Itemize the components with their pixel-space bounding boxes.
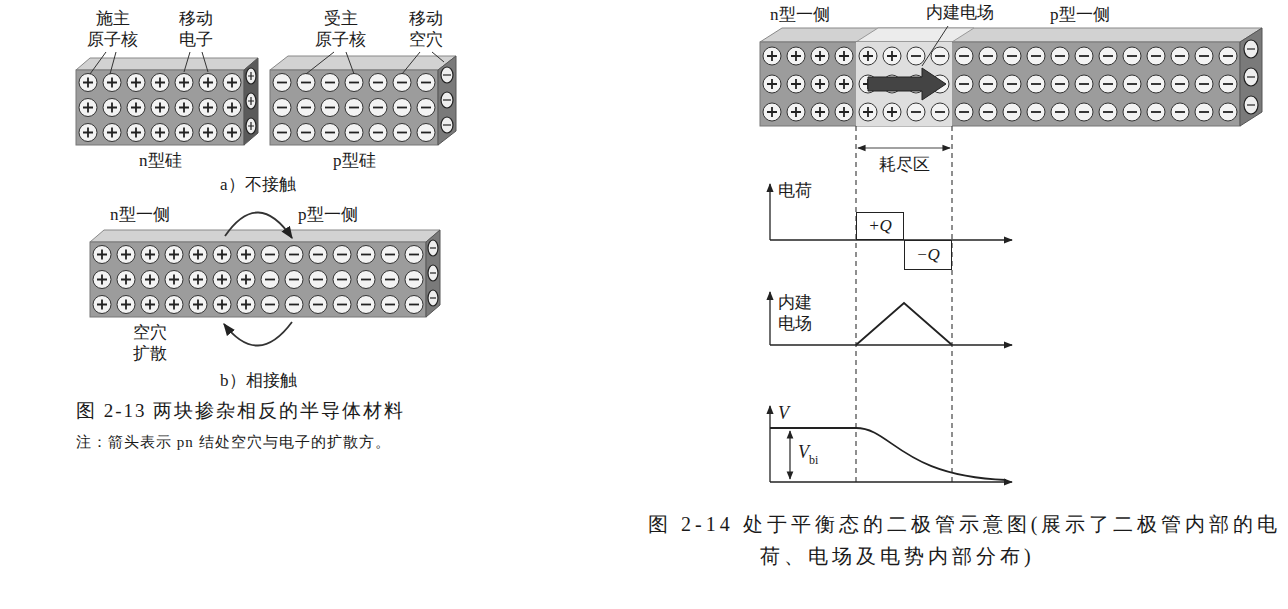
part-label: 移动 空穴 bbox=[409, 8, 443, 50]
part-label: 移动 电子 bbox=[179, 8, 213, 50]
diffusion-arrows bbox=[224, 212, 292, 345]
side-label: n型一侧 bbox=[110, 204, 170, 225]
field-curve bbox=[856, 303, 952, 345]
field-label: 内建电场 bbox=[926, 2, 994, 23]
diode-block bbox=[760, 28, 1262, 126]
potential-curve bbox=[770, 428, 1006, 480]
charge-label: −Q bbox=[916, 245, 940, 265]
caption-note: 注：箭头表示 pn 结处空穴与电子的扩散方。 bbox=[76, 432, 391, 453]
axis-label: 电荷 bbox=[778, 180, 812, 201]
symbol-subscript: bi bbox=[809, 453, 818, 467]
region-label: 耗尽区 bbox=[879, 154, 930, 175]
p-silicon-block bbox=[270, 56, 456, 145]
leader-line bbox=[922, 26, 948, 66]
figure-caption: 图 2-13 两块掺杂相反的半导体材料 bbox=[76, 400, 405, 421]
charge-box: +Q bbox=[856, 212, 904, 240]
subfigure-label: a）不接触 bbox=[220, 174, 296, 195]
part-label: 施主 原子核 bbox=[87, 8, 138, 50]
subfigure-label: b）相接触 bbox=[220, 370, 297, 391]
charge-label: +Q bbox=[868, 216, 892, 236]
axis-label: 内建 电场 bbox=[778, 292, 812, 334]
field-arrow bbox=[868, 68, 946, 100]
plot-axes bbox=[770, 184, 1012, 482]
symbol-label: V bbox=[798, 442, 809, 463]
block-label: n型硅 bbox=[139, 150, 182, 171]
vbi-arrow bbox=[789, 431, 790, 479]
arrow-label: 空穴 扩散 bbox=[133, 322, 167, 364]
figure-caption: 图 2-14 处于平衡态的二极管示意图(展示了二极管内部的电荷、电场及电势内部分… bbox=[648, 508, 1282, 572]
side-label: n型一侧 bbox=[770, 4, 830, 25]
side-label: p型一侧 bbox=[1050, 4, 1110, 25]
axis-label: V bbox=[778, 403, 789, 424]
n-silicon-block bbox=[76, 58, 258, 145]
charge-box: −Q bbox=[904, 240, 952, 270]
leader-lines bbox=[90, 52, 444, 74]
pn-junction-block bbox=[90, 230, 440, 317]
block-label: p型硅 bbox=[333, 150, 376, 171]
side-label: p型一侧 bbox=[298, 204, 358, 225]
part-label: 受主 原子核 bbox=[315, 8, 366, 50]
